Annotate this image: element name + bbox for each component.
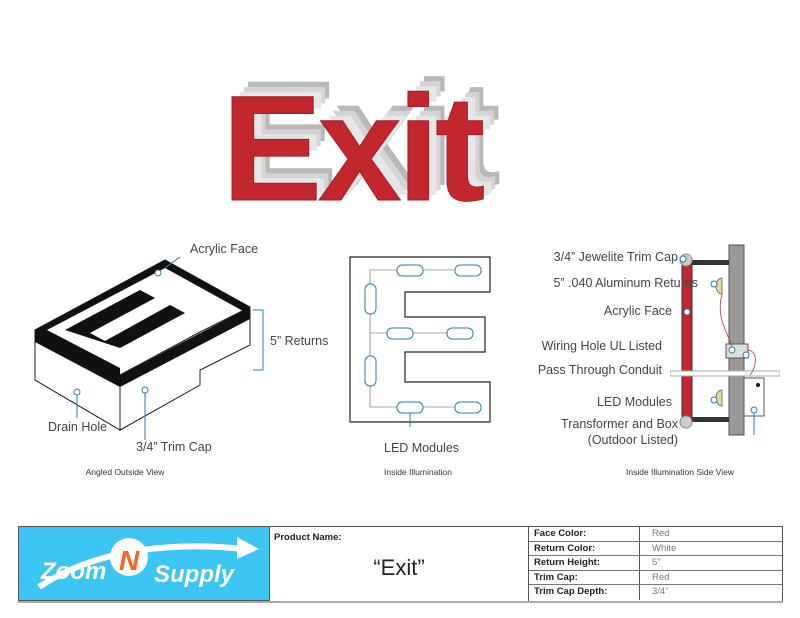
product-name-label: Product Name: <box>274 532 342 543</box>
spec-row: Face Color: Red <box>529 527 782 542</box>
label-drain-hole: Drain Hole <box>48 420 108 434</box>
logo-text-supply: Supply <box>154 561 236 588</box>
inside-illumination-diagram <box>349 256 491 427</box>
label-aluminum-returns: 5” .040 Aluminum Returns <box>553 276 698 290</box>
side-view-diagram <box>670 244 780 436</box>
spec-table: Face Color: Red Return Color: White Return… <box>528 526 783 601</box>
logo-text-n: N <box>119 545 140 576</box>
exit-sign-extrusion-dark: Exit <box>238 49 500 215</box>
label-trim-cap: 3/4” Trim Cap <box>136 440 212 454</box>
angled-outside-view-diagram <box>34 256 264 440</box>
spec-key: Trim Cap Depth: <box>529 585 640 600</box>
spec-value: 3/4” <box>652 586 669 598</box>
spec-key: Face Color: <box>529 527 640 541</box>
logo-graphic: Zoom N Supply <box>37 537 259 590</box>
spec-key: Return Color: <box>529 541 640 556</box>
spec-key: Trim Cap: <box>529 570 640 585</box>
spec-row: Trim Cap: Red <box>529 570 782 586</box>
product-name-cell: Product Name: “Exit” <box>270 526 528 601</box>
spec-key: Return Height: <box>529 556 640 570</box>
label-pass-through-conduit: Pass Through Conduit <box>537 363 662 377</box>
label-side-led-modules: LED Modules <box>596 395 672 409</box>
zoom-n-supply-logo: Zoom N Supply <box>18 526 270 601</box>
spec-row: Trim Cap Depth: 3/4” <box>529 585 782 600</box>
exit-sign-extrusion: Exit <box>234 54 496 215</box>
spec-value: Red <box>652 528 670 539</box>
label-returns: 5” Returns <box>270 334 329 348</box>
label-led-modules: LED Modules <box>384 441 460 455</box>
label-transformer-line1: Transformer and Box <box>561 417 678 431</box>
spec-row: Return Height: 5” <box>529 556 782 571</box>
spec-value: 5” <box>652 557 661 569</box>
label-wiring-hole: Wiring Hole UL Listed <box>541 339 662 353</box>
spec-value: White <box>652 542 677 554</box>
label-transformer-box: Transformer and Box (Outdoor Listed) <box>561 416 678 448</box>
exit-sign-rendering: Exit Exit Exit Exit <box>222 49 505 215</box>
exit-sign-extrusion-light: Exit <box>230 59 492 215</box>
label-side-acrylic-face: Acrylic Face <box>603 304 672 318</box>
label-jewelite-trim-cap: 3/4” Jewelite Trim Cap <box>553 250 678 264</box>
logo-text-zoom: Zoom <box>40 558 106 585</box>
caption-angled-outside-view: Angled Outside View <box>85 467 165 477</box>
caption-side-view: Inside Illumination Side View <box>625 467 735 477</box>
title-block: Zoom N Supply Product Name: “Exit” Face … <box>18 526 783 603</box>
product-name-value: “Exit” <box>373 555 425 580</box>
spec-value: Red <box>652 571 670 583</box>
spec-row: Return Color: White <box>529 541 782 557</box>
exit-sign-face: Exit <box>222 64 484 215</box>
label-acrylic-face: Acrylic Face <box>190 242 259 256</box>
caption-inside-illumination: Inside Illumination <box>383 467 453 477</box>
label-transformer-line2: (Outdoor Listed) <box>587 433 678 447</box>
